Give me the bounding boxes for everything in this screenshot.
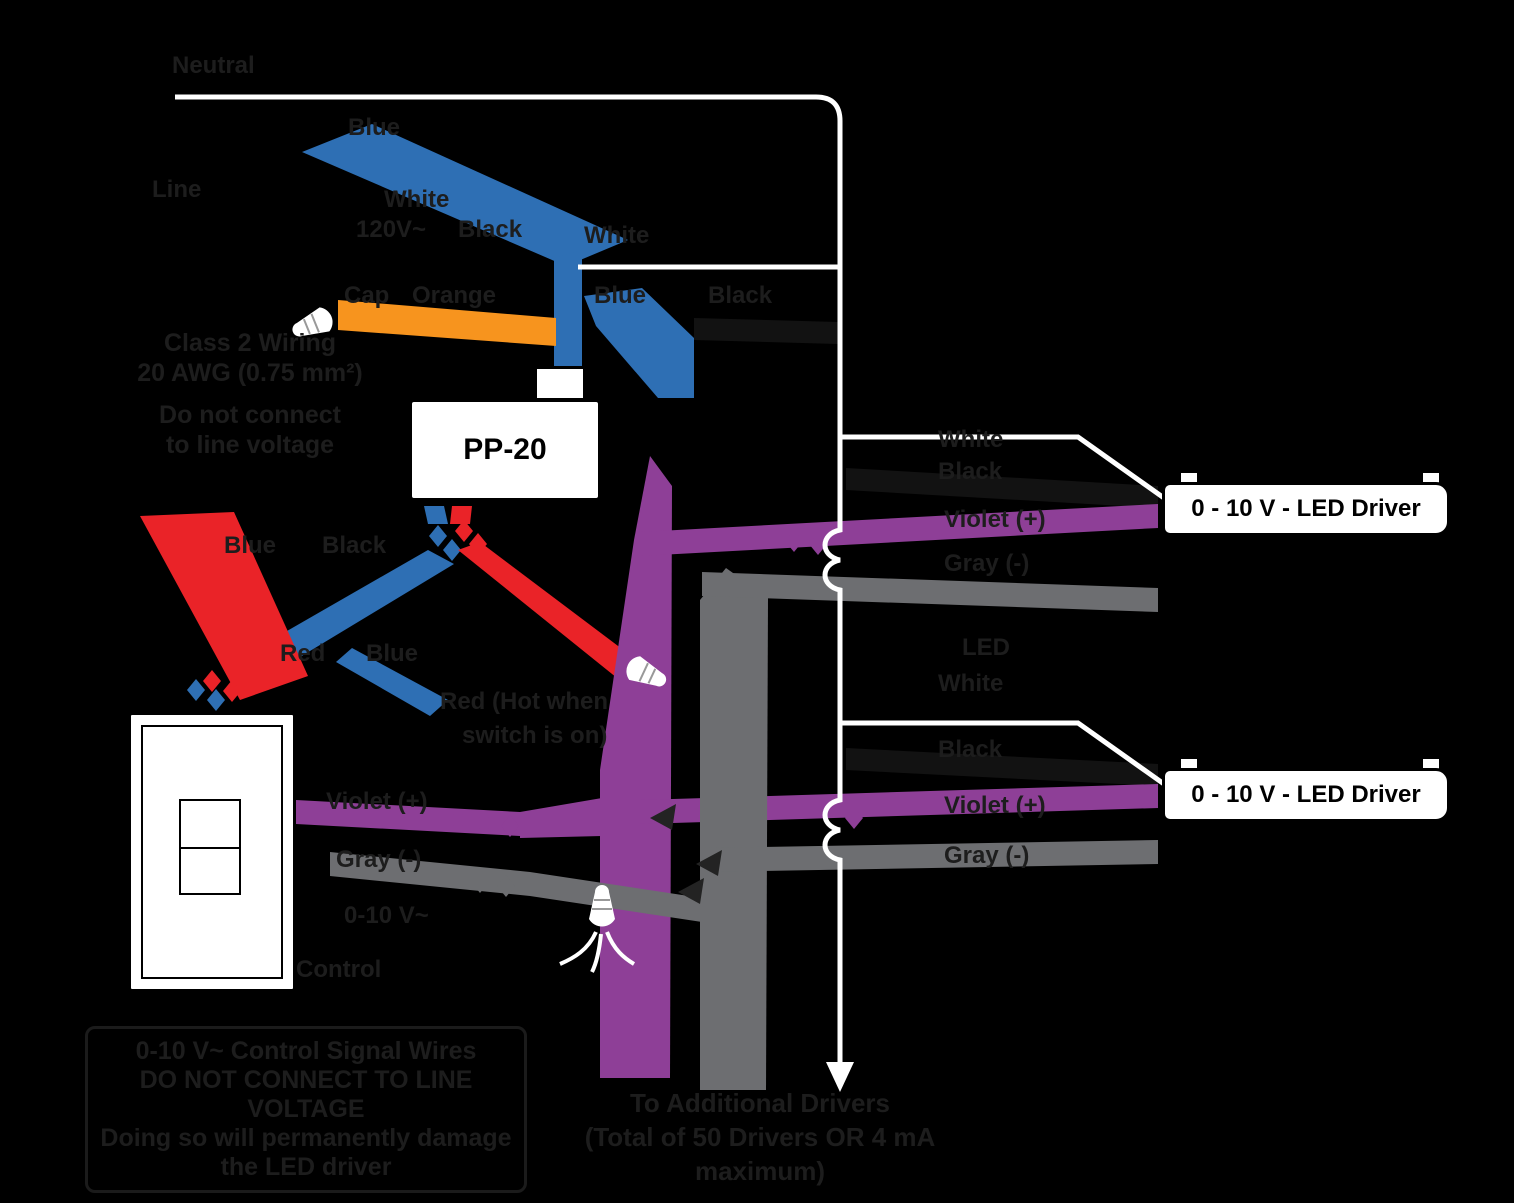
blue-diamond: [443, 539, 461, 561]
label-blue-feed: Blue: [348, 114, 401, 141]
label-blue-switched: Blue: [594, 282, 647, 309]
white-wire-driver1: [840, 434, 1166, 501]
class2-line4: to line voltage: [165, 431, 335, 459]
violet-wire-join: [520, 798, 602, 838]
violet-wire-from-control: [296, 800, 520, 836]
arrow-icon: [650, 804, 676, 830]
gray-wire-driver1: [702, 572, 1158, 612]
neutral-wire-main: [175, 94, 843, 1068]
label-d1-white2: White: [938, 670, 1004, 697]
label-d1-white: White: [938, 426, 1004, 453]
violet-diamond: [449, 809, 467, 831]
gray-wire-driver2: [702, 840, 1158, 872]
label-red-hot-1: Red (Hot when: [440, 688, 608, 715]
label-d1-gray: Gray (-): [944, 550, 1030, 577]
red-diamond: [455, 520, 473, 542]
blue-wire-to-switch-b: [336, 648, 448, 716]
label-cap: Cap: [344, 282, 390, 309]
arrow-icon: [678, 878, 704, 904]
arrow-icon: [696, 850, 722, 876]
red-wire-to-nut: [458, 542, 642, 682]
label-gray-control: Gray (-): [336, 846, 422, 873]
blue-wire-elbow: [584, 288, 694, 398]
label-d1-black: Black: [938, 458, 1003, 485]
label-supply-white: White: [584, 222, 650, 249]
additional-drivers-note: To Additional Drivers (Total of 50 Drive…: [540, 1086, 980, 1188]
violet-wire-driver1: [640, 504, 1158, 556]
gray-bus-column: [700, 568, 768, 1090]
label-d1-violet: Violet (+): [944, 506, 1046, 533]
label-black-sw1: Black: [322, 532, 387, 559]
class2-line2: 20 AWG (0.75 mm²): [137, 359, 363, 387]
warning-line1: 0-10 V~ Control Signal Wires: [135, 1037, 477, 1065]
pp20-label: PP-20: [463, 433, 547, 466]
label-d1-led: LED: [962, 634, 1010, 661]
violet-diamond: [501, 815, 519, 837]
wall-control-paddle: [179, 799, 241, 895]
paddle-divider: [181, 847, 239, 849]
blue-diamond: [187, 679, 205, 701]
warning-line2: DO NOT CONNECT TO LINE VOLTAGE: [139, 1066, 473, 1123]
gray-wire-join: [530, 872, 702, 922]
driver2-label: 0 - 10 V - LED Driver: [1191, 781, 1421, 808]
label-blue-sw2: Blue: [366, 640, 419, 667]
led-driver-1: 0 - 10 V - LED Driver: [1162, 482, 1450, 536]
red-wire-left: [140, 512, 308, 700]
label-d2-gray: Gray (-): [944, 842, 1030, 869]
label-orange: Orange: [412, 282, 497, 309]
red-diamond: [223, 680, 241, 702]
gray-diamond: [497, 875, 515, 897]
led-driver-2: 0 - 10 V - LED Driver: [1162, 768, 1450, 822]
class2-note: Class 2 Wiring 20 AWG (0.75 mm²) Do not …: [95, 328, 405, 460]
label-supply-black: Black: [458, 216, 523, 243]
red-diamond: [203, 670, 221, 692]
label-neutral: Neutral: [172, 52, 255, 79]
label-line: Line: [152, 176, 202, 203]
blue-wire-top: [302, 124, 628, 266]
white-wire-driver2: [840, 720, 1166, 787]
blue-diamond: [207, 689, 225, 711]
black-wire-hint-driver1: [846, 468, 1158, 508]
label-control-1: 0-10 V~: [344, 902, 429, 929]
class2-line1: Class 2 Wiring: [163, 329, 337, 357]
violet-diamond: [475, 812, 493, 834]
driver1-label: 0 - 10 V - LED Driver: [1191, 495, 1421, 522]
red-lead-stub: [450, 506, 472, 524]
blue-lead-stub: [424, 506, 448, 524]
additional-line2: (Total of 50 Drivers OR 4 mA maximum): [584, 1122, 936, 1186]
additional-line1: To Additional Drivers: [629, 1088, 891, 1118]
label-violet-control: Violet (+): [326, 788, 428, 815]
violet-wire-driver2: [640, 784, 1158, 824]
label-red-hot-2: switch is on): [462, 722, 608, 749]
label-white-feed: White: [384, 186, 450, 213]
label-black-switched: Black: [708, 282, 773, 309]
black-wire-hint-driver2: [846, 748, 1158, 786]
violet-bus-column: [600, 456, 672, 1078]
label-control-2: Control: [296, 956, 382, 983]
black-wire-hint-top: [694, 318, 838, 344]
blue-diamond: [429, 525, 447, 547]
warning-line4: the LED driver: [220, 1153, 392, 1181]
label-d2-violet: Violet (+): [944, 792, 1046, 819]
warning-line3: Doing so will permanently damage: [100, 1124, 512, 1152]
label-d2-black: Black: [938, 736, 1003, 763]
gray-diamond: [471, 871, 489, 893]
class2-line3: Do not connect: [159, 401, 341, 429]
wire-nut-pigtails: [559, 931, 636, 973]
wall-control-faceplate: [141, 725, 283, 979]
pp20-power-pack: PP-20: [408, 398, 602, 502]
label-blue-sw1: Blue: [224, 532, 277, 559]
violet-diamond: [785, 530, 803, 552]
blue-wire-drop: [554, 250, 582, 370]
wall-control: [128, 712, 296, 992]
label-red-sw: Red: [280, 640, 326, 667]
red-diamond: [469, 533, 487, 555]
warning-note: 0-10 V~ Control Signal Wires DO NOT CONN…: [85, 1026, 527, 1193]
violet-diamond: [845, 807, 863, 829]
orange-wire: [338, 300, 556, 346]
violet-diamond: [809, 533, 827, 555]
neutral-arrowhead-icon: [826, 1062, 854, 1092]
label-supply-voltage: 120V~: [356, 216, 427, 243]
